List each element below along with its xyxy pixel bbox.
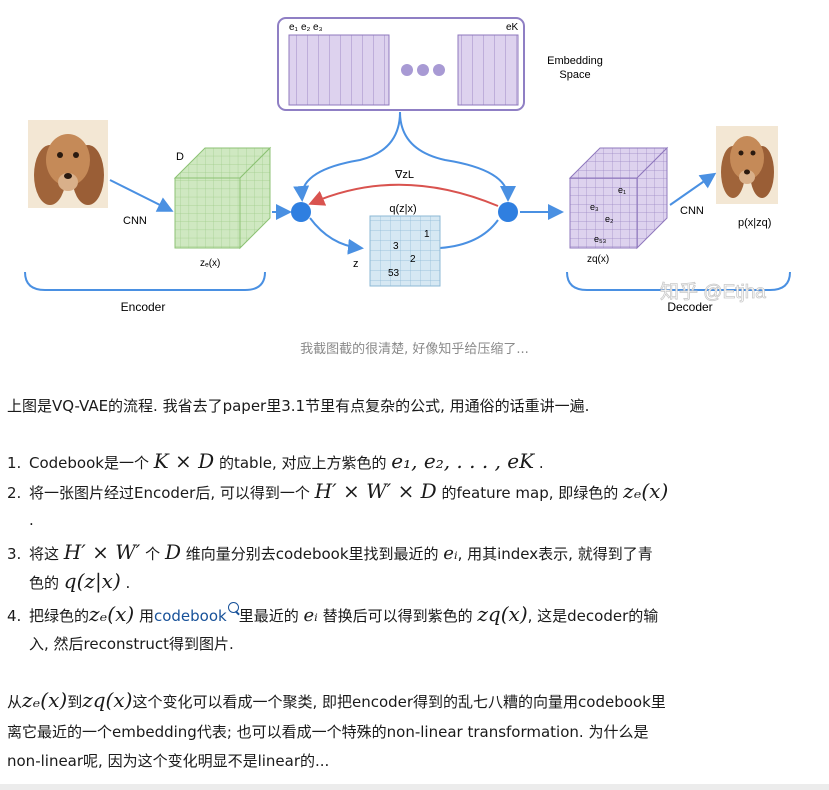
- grid-value: 2: [410, 254, 416, 265]
- watermark: 知乎 @Etjha: [660, 281, 766, 303]
- vq-vae-diagram: e₁ e₂ e₃ eK Embedding Space D zₑ(x) CNN: [24, 17, 791, 314]
- search-icon[interactable]: [227, 602, 239, 613]
- cube-value: e₁: [618, 185, 626, 195]
- codebook-link[interactable]: codebook: [153, 607, 227, 625]
- encoder-feature-cube: [173, 146, 272, 250]
- grid-value: 53: [388, 268, 400, 279]
- e1-label: e₁: [289, 22, 299, 33]
- z-label: z: [353, 258, 359, 270]
- gradient-label: ∇zL: [394, 169, 414, 181]
- qzx-label: q(z|x): [389, 203, 416, 215]
- outro-paragraph: non-linear呢, 因为这个变化明显不是linear的...: [7, 752, 330, 770]
- list-item-continuation: 色的 q(z|x) .: [29, 569, 131, 593]
- quantize-node-right: [498, 202, 518, 222]
- eK-label: eK: [506, 22, 519, 33]
- cnn-left-label: CNN: [123, 215, 147, 227]
- list-item: 1.Codebook是一个 K × D 的table, 对应上方紫色的 e₁, …: [7, 449, 544, 473]
- grid-value: 3: [393, 241, 399, 252]
- list-item: 2.将一张图片经过Encoder后, 可以得到一个 H′ × W′ × D 的f…: [7, 479, 669, 503]
- ellipsis-dot: [433, 64, 445, 76]
- embedding-block-left: [288, 34, 390, 106]
- quantized-feature-cube: [568, 146, 669, 250]
- embedding-label-1: Embedding: [547, 55, 603, 67]
- D-label: D: [176, 151, 184, 163]
- quantize-node-left: [291, 202, 311, 222]
- embedding-label-2: Space: [559, 69, 590, 81]
- output-dog-image: [716, 126, 778, 204]
- intro-paragraph: 上图是VQ-VAE的流程. 我省去了paper里3.1节里有点复杂的公式, 用通…: [7, 397, 590, 415]
- decoder-bracket: [566, 271, 791, 291]
- index-grid: [369, 215, 441, 287]
- grid-value: 1: [424, 229, 430, 240]
- encoder-label: Encoder: [121, 300, 166, 314]
- ze-label: zₑ(x): [200, 258, 220, 269]
- outro-paragraph: 从zₑ(x)到zq(x)这个变化可以看成一个聚类, 即把encoder得到的乱七…: [7, 688, 666, 712]
- encoder-bracket: [24, 271, 266, 291]
- output-label: p(x|zq): [738, 217, 771, 229]
- cnn-right-label: CNN: [680, 205, 704, 217]
- ellipsis-dot: [401, 64, 413, 76]
- list-item: 3.将这 H′ × W′ 个 D 维向量分别去codebook里找到最近的 eᵢ…: [7, 540, 653, 564]
- cube-value: e₃: [590, 202, 599, 212]
- divider: [0, 784, 829, 790]
- cube-value: e₂: [605, 214, 614, 224]
- decoder-label: Decoder: [667, 300, 712, 314]
- e2-label: e₂: [301, 22, 311, 33]
- cube-value: e₅₃: [594, 234, 607, 244]
- e3-label: e₃: [313, 22, 323, 33]
- outro-paragraph: 离它最近的一个embedding代表; 也可以看成一个特殊的non-linear…: [7, 723, 649, 741]
- ellipsis-dot: [417, 64, 429, 76]
- input-dog-image: [28, 120, 108, 208]
- zq-label: zq(x): [587, 254, 609, 265]
- figure-caption: 我截图截的很清楚, 好像知乎给压缩了...: [300, 342, 529, 357]
- embedding-block-right: [457, 34, 519, 106]
- list-item-continuation: .: [29, 511, 34, 529]
- list-item-continuation: 入, 然后reconstruct得到图片.: [29, 635, 234, 653]
